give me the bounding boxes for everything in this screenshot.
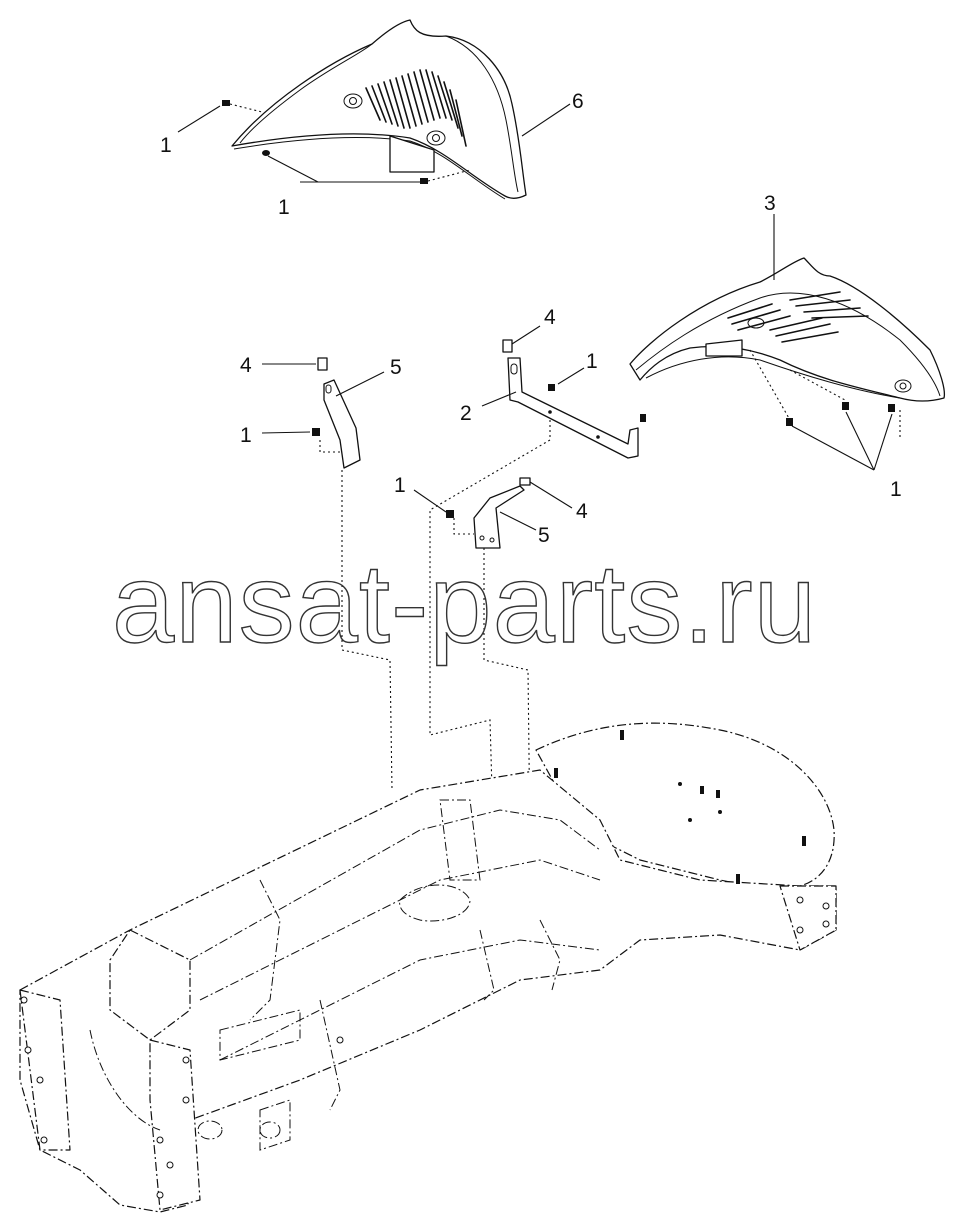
- callout-1-bracket-2: 1: [586, 350, 598, 373]
- callout-1-fender-3: 1: [890, 478, 902, 501]
- bracket-part-2: [502, 339, 646, 459]
- callout-2: 2: [460, 402, 472, 425]
- fender-6-vent-slots: [365, 69, 467, 147]
- tractor-frame: [19, 722, 837, 1213]
- assembly-guide-lines: [341, 410, 901, 861]
- bracket-part-5-center: [446, 477, 531, 549]
- callout-3: 3: [764, 192, 776, 215]
- callout-1-center: 1: [394, 474, 406, 497]
- callout-4-bracket-2: 4: [544, 306, 556, 329]
- callout-labels: 1 1 6 3 4 5 1 4 1 2 1 4 5 1: [160, 90, 902, 547]
- fender-6-bolts: [222, 100, 471, 184]
- fender-3-bolts: [749, 349, 895, 426]
- callout-1-fender-6-bottom: 1: [278, 196, 290, 219]
- fender-part-3: [629, 257, 946, 402]
- fender-3-vent-slots: [727, 291, 869, 343]
- callout-1-top-left: 1: [160, 134, 172, 157]
- fender-part-6: [231, 19, 527, 200]
- callout-1-left: 1: [240, 424, 252, 447]
- callout-5-left: 5: [390, 356, 402, 379]
- callout-leaders: [177, 103, 893, 531]
- callout-5-center: 5: [538, 524, 550, 547]
- callout-4-left: 4: [240, 354, 252, 377]
- watermark-text: ansat-parts.ru: [112, 541, 817, 666]
- callout-6: 6: [572, 90, 584, 113]
- bracket-part-5-left: [312, 357, 361, 469]
- callout-4-center: 4: [576, 500, 588, 523]
